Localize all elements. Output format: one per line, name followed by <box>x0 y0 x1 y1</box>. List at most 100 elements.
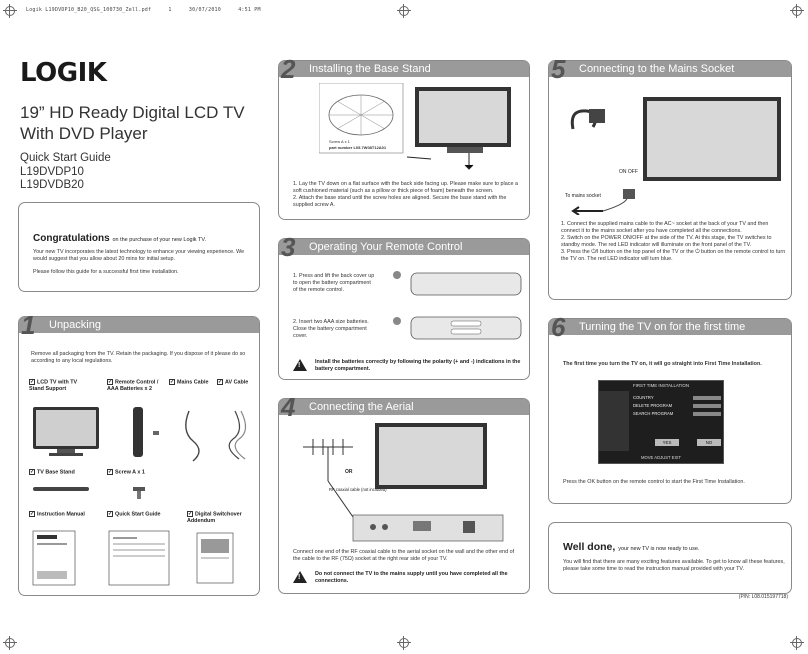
step-5-instruction: 2. Switch on the POWER ON/OFF at the sid… <box>561 235 772 248</box>
well-done-panel: Well done, your new TV is now ready to u… <box>548 522 792 594</box>
step-5-instruction: 1. Connect the supplied mains cable to t… <box>561 221 769 234</box>
crop-mark-icon <box>790 4 804 18</box>
product-title-line2: With DVD Player <box>20 124 148 143</box>
model-number-1: L19DVDP10 <box>20 165 84 178</box>
documents-illustration <box>32 530 234 586</box>
product-title: 19” HD Ready Digital LCD TV With DVD Pla… <box>20 102 245 144</box>
checklist-item: ✓AV Cable <box>217 379 249 386</box>
part-number-label: part number L05.7W08T12A01 <box>329 145 387 150</box>
guide-label: Quick Start Guide <box>20 152 111 164</box>
step-5-instruction: 3. Press the ⏻/I button on the top panel… <box>561 249 786 262</box>
base-stand-and-screw-illustration <box>33 487 145 499</box>
checklist-item: ✓TV Base Stand <box>29 469 75 476</box>
checkbox-icon: ✓ <box>29 511 35 517</box>
part-number: (P/N: L08.015197718) <box>738 594 788 600</box>
guide-block: Quick Start Guide L19DVDP10 L19DVDB20 <box>20 152 111 193</box>
osd-row: DELETE PROGRAM <box>633 403 721 409</box>
section-title: Unpacking <box>49 319 101 331</box>
on-off-label: ON OFF <box>619 169 638 175</box>
step-3-header: 3 Operating Your Remote Control <box>279 234 529 260</box>
checklist-item: ✓Quick Start Guide <box>107 511 161 518</box>
checkbox-icon: ✓ <box>169 379 175 385</box>
well-done-text: You will find that there are many exciti… <box>563 559 785 572</box>
checklist-item: ✓Digital Switchover Addendum <box>187 511 242 524</box>
crop-mark-icon <box>397 4 411 18</box>
file-page: 1 <box>168 7 172 13</box>
crop-mark-icon <box>397 636 411 650</box>
osd-value-bar <box>693 412 721 416</box>
step-2-instruction: 2. Attach the base stand until the screw… <box>293 195 507 208</box>
section-title: Installing the Base Stand <box>309 63 431 75</box>
osd-row: SEARCH PROGRAM <box>633 411 721 417</box>
section-title: Operating Your Remote Control <box>309 241 463 253</box>
osd-title: FIRST TIME INSTALLATION <box>632 383 690 388</box>
product-title-line1: 19” HD Ready Digital LCD TV <box>20 103 245 122</box>
congrats-paragraph-2: Please follow this guide for a successfu… <box>33 269 179 275</box>
rf-cable-label: RF coaxial cable (not included) <box>329 487 387 492</box>
aerial-connection-illustration: OR RF coaxial cable (not included) <box>303 423 504 542</box>
step-4-panel: 4 Connecting the Aerial OR RF coaxial cab… <box>278 394 530 594</box>
first-time-installation-screen: FIRST TIME INSTALLATION COUNTRY DELETE P… <box>598 380 724 464</box>
checklist-item: ✓Mains Cable <box>169 379 209 386</box>
osd-value-bar <box>693 396 721 400</box>
mains-warning: Do not connect the TV to the mains suppl… <box>315 571 508 584</box>
step-2-instructions: 1. Lay the TV down on a flat surface wit… <box>293 181 525 209</box>
to-mains-label: To mains socket <box>565 193 601 199</box>
checkbox-icon: ✓ <box>217 379 223 385</box>
mains-connection-illustration: ON OFF To mains socket <box>565 97 781 215</box>
well-done-heading: Well done, your new TV is now ready to u… <box>563 541 700 553</box>
brand-logo: LOGIK <box>20 58 107 88</box>
step-5-header: 5 Connecting to the Mains Socket <box>549 56 791 82</box>
checkbox-icon: ✓ <box>29 379 35 385</box>
screw-label: Screw A x 1 <box>329 139 351 144</box>
remote-step-2: 2. Insert two AAA size batteries. Close … <box>293 319 369 339</box>
congrats-paragraph-1: Your new TV incorporates the latest tech… <box>33 249 245 262</box>
step-3-panel: 3 Operating Your Remote Control 1. Press … <box>278 234 530 380</box>
checkbox-icon: ✓ <box>187 511 193 517</box>
congratulations-panel: Congratulations on the purchase of your … <box>18 202 260 292</box>
or-label: OR <box>345 469 353 475</box>
section-title: Connecting to the Mains Socket <box>579 63 735 75</box>
step-5-panel: 5 Connecting to the Mains Socket ON OFF T… <box>548 56 792 300</box>
congrats-heading: Congratulations on the purchase of your … <box>33 233 207 244</box>
osd-value-bar <box>693 404 721 408</box>
crop-mark-icon <box>790 636 804 650</box>
step-number: 5 <box>551 54 566 84</box>
first-time-after: Press the OK button on the remote contro… <box>563 479 745 485</box>
aerial-instructions: Connect one end of the RF coaxial cable … <box>293 549 515 562</box>
osd-sidebar <box>599 391 629 451</box>
first-time-lead: The first time you turn the TV on, it wi… <box>563 361 762 367</box>
osd-yes-button: YES <box>655 439 679 446</box>
remote-battery-illustration <box>393 271 522 340</box>
step-2-instruction: 1. Lay the TV down on a flat surface wit… <box>293 181 518 194</box>
osd-footer: MOVE ADJUST EXIT <box>641 455 681 460</box>
osd-row: COUNTRY <box>633 395 721 401</box>
unpacking-panel: 1 Unpacking Remove all packaging from the… <box>18 312 260 596</box>
checklist-item: ✓Instruction Manual <box>29 511 85 518</box>
remote-step-1: 1. Press and lift the back cover up to o… <box>293 273 375 293</box>
section-title: Connecting the Aerial <box>309 401 414 413</box>
checkbox-icon: ✓ <box>107 511 113 517</box>
checklist-item: ✓LCD TV with TV Stand Support <box>29 379 78 392</box>
unpacking-intro: Remove all packaging from the TV. Retain… <box>31 351 246 364</box>
step-5-instructions: 1. Connect the supplied mains cable to t… <box>561 221 787 263</box>
step-4-header: 4 Connecting the Aerial <box>279 394 529 420</box>
checkbox-icon: ✓ <box>107 469 113 475</box>
step-number: 4 <box>281 392 296 422</box>
battery-warning: Install the batteries correctly by follo… <box>315 359 521 372</box>
file-date: 30/07/2010 <box>188 7 221 13</box>
unpacked-items-illustration <box>33 407 247 462</box>
file-header: Logik L19DVDP10_B20_QSG_100730_Zell.pdf … <box>26 7 275 13</box>
step-number: 3 <box>281 232 296 262</box>
base-stand-illustration: Screw A x 1 part number L05.7W08T12A01 <box>319 83 511 170</box>
warning-icon <box>293 359 307 371</box>
step-number: 1 <box>21 310 36 340</box>
crop-mark-icon <box>3 636 17 650</box>
checkbox-icon: ✓ <box>107 379 113 385</box>
unpacking-header: 1 Unpacking <box>19 312 259 338</box>
section-title: Turning the TV on for the first time <box>579 321 746 333</box>
crop-mark-icon <box>3 4 17 18</box>
